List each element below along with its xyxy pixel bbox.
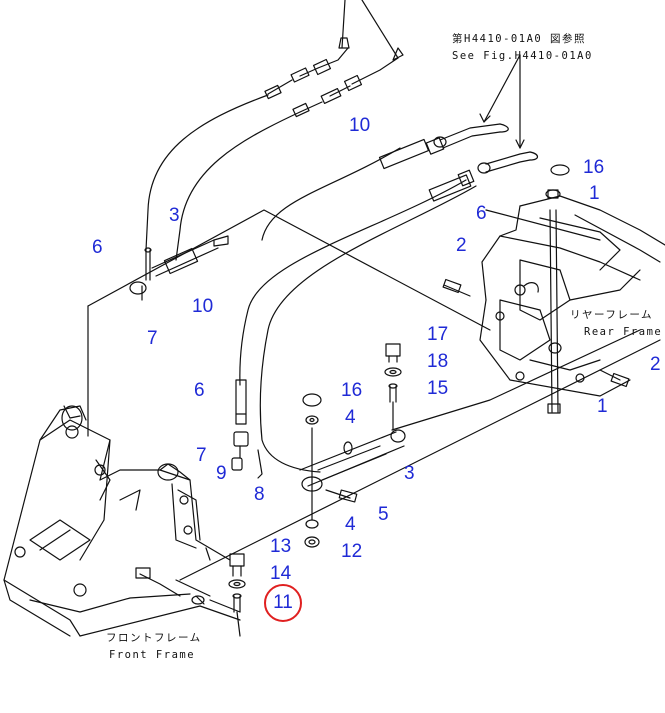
reference-leaders [479, 54, 525, 149]
hose-routes [145, 94, 477, 473]
cylinder-assembly [299, 329, 641, 503]
callout-14: 14 [270, 563, 292, 584]
callout-4-lower: 4 [345, 514, 356, 535]
callout-3-upper: 3 [169, 205, 180, 226]
callout-6-middle: 6 [194, 380, 205, 401]
center-link [87, 209, 491, 421]
callout-2-right: 2 [650, 354, 661, 375]
callout-16-middle: 16 [341, 380, 363, 401]
reference-en: See Fig.H4410-01A0 [452, 50, 593, 62]
callout-3-lower: 3 [404, 463, 415, 484]
callout-15: 15 [427, 378, 449, 399]
callout-18: 18 [427, 351, 449, 372]
callout-13: 13 [270, 536, 292, 557]
callout-17: 17 [427, 324, 449, 345]
callout-1-lower: 1 [597, 396, 608, 417]
reference-jp: 第H4410-01A0 図参照 [452, 33, 587, 45]
rear-frame-jp: リヤーフレーム [570, 309, 654, 321]
rear-frame [442, 164, 665, 414]
callout-7-upper: 7 [147, 328, 158, 349]
callout-9: 9 [216, 463, 227, 484]
upper-fittings [378, 123, 539, 202]
callout-1-upper: 1 [589, 183, 600, 204]
callout-4-upper: 4 [345, 407, 356, 428]
rear-frame-en: Rear Frame [584, 326, 663, 338]
callout-8: 8 [254, 484, 265, 505]
callout-10-lower: 10 [192, 296, 214, 317]
callout-11-label: 11 [273, 592, 293, 613]
callout-6-right: 6 [476, 203, 487, 224]
callout-5: 5 [378, 504, 389, 525]
front-frame-jp: フロントフレーム [106, 632, 202, 644]
lower-leaders [179, 339, 661, 613]
callout-10-upper: 10 [349, 115, 371, 136]
callout-12: 12 [341, 541, 363, 562]
callout-6-left: 6 [92, 237, 103, 258]
upper-hoses [264, 0, 404, 118]
front-frame-en: Front Frame [109, 649, 196, 661]
callout-7-lower: 7 [196, 445, 207, 466]
left-fittings [231, 379, 263, 479]
callout-11-highlighted: 11 [264, 584, 302, 622]
callout-16-right: 16 [583, 157, 605, 178]
front-frame [3, 405, 241, 637]
callout-2-left: 2 [456, 235, 467, 256]
